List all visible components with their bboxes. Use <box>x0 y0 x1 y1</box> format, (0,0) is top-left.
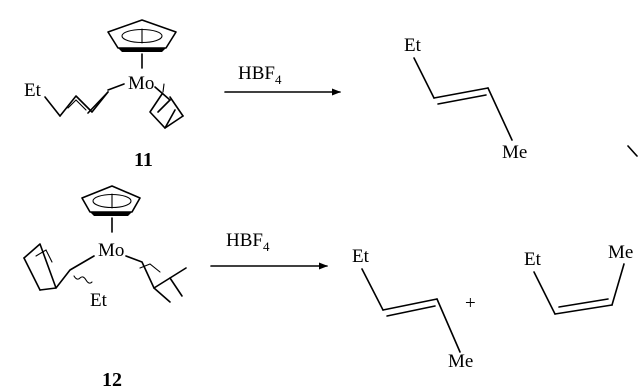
cyclopentadienyl-ring <box>81 185 141 216</box>
product-trans-alkene-1: Et Me <box>404 35 527 163</box>
allyl-ligand-right <box>125 255 187 303</box>
ethyl-label: Et <box>352 246 370 267</box>
plus-sign: + <box>465 293 476 314</box>
reagent-label: HBF4 <box>238 63 282 87</box>
metal-label: Mo <box>98 240 124 261</box>
product-trans-alkene-2: Et Me <box>352 246 473 372</box>
diene-ligand-right <box>149 83 184 129</box>
ethyl-label: Et <box>404 35 422 56</box>
reaction-arrow-1: HBF4 <box>224 63 341 96</box>
ethyl-label: Et <box>24 80 42 101</box>
ethyl-label: Et <box>90 290 108 311</box>
cyclopentadienyl-ring <box>107 19 177 52</box>
reagent-label: HBF4 <box>226 230 270 254</box>
methyl-label: Me <box>502 142 527 163</box>
allyl-ligand-left <box>44 83 125 117</box>
complex-12: Mo Et 12 <box>23 185 187 388</box>
methyl-label: Me <box>608 242 633 263</box>
reaction-arrow-2: HBF4 <box>210 230 328 270</box>
compound-label-12: 12 <box>102 369 122 388</box>
methyl-label: Me <box>448 351 473 372</box>
ethyl-label: Et <box>524 249 542 270</box>
complex-11: Mo Et 11 <box>24 19 184 171</box>
metal-label: Mo <box>128 73 154 94</box>
wavy-bond <box>73 275 93 284</box>
allyl-ligand-left <box>23 243 95 291</box>
compound-label-11: 11 <box>134 149 153 171</box>
product-cis-alkene: Et Me <box>524 242 633 315</box>
